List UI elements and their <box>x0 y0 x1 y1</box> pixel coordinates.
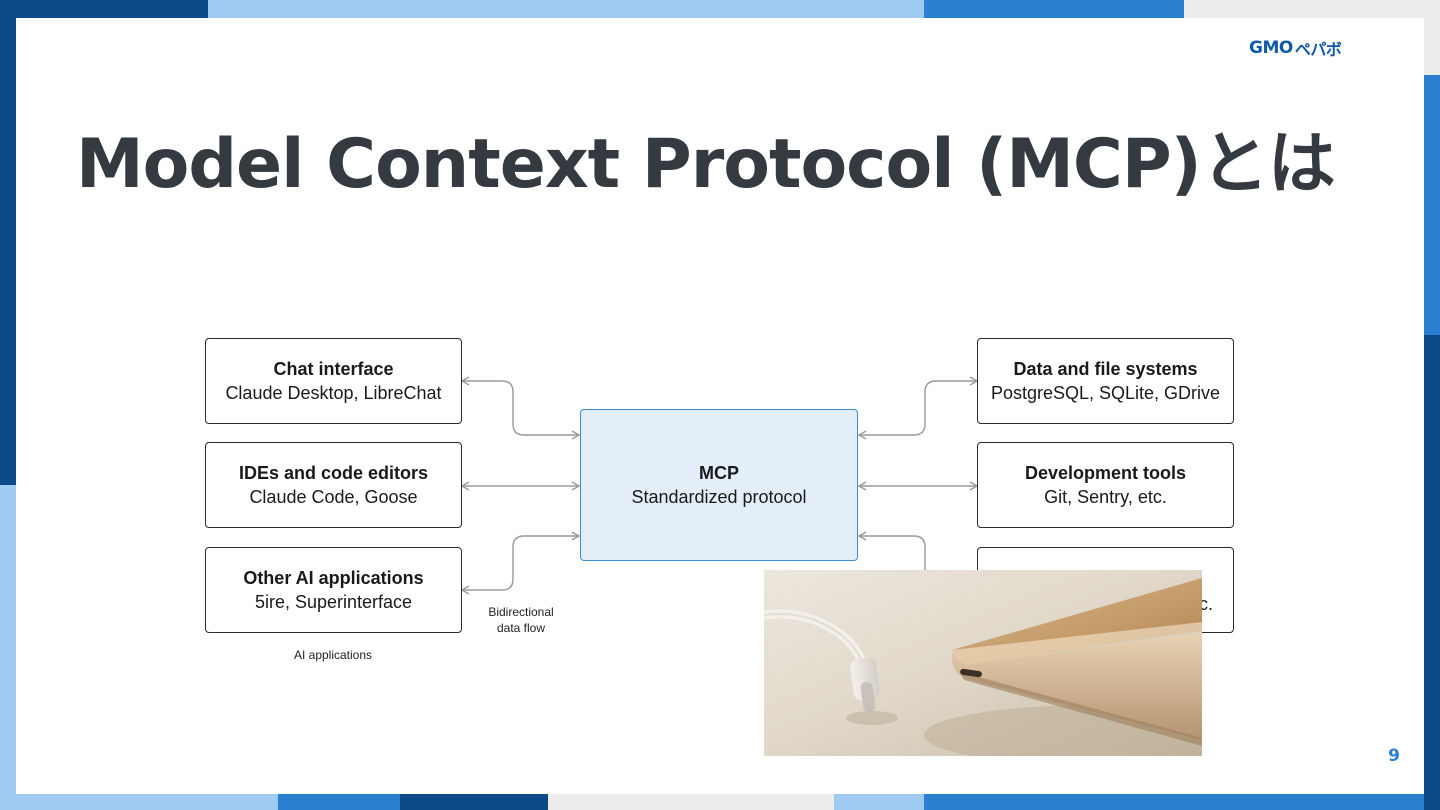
slide-title: Model Context Protocol (MCP)とは <box>76 125 1336 204</box>
node-development-tools: Development tools Git, Sentry, etc. <box>977 442 1234 528</box>
frame-bar-bottom-2 <box>278 794 400 810</box>
usb-c-laptop-illustration <box>764 570 1202 756</box>
frame-bar-bottom-3 <box>400 794 548 810</box>
node-subtitle: c. <box>1198 594 1213 614</box>
node-other-ai-applications: Other AI applications 5ire, Superinterfa… <box>205 547 462 633</box>
node-title: Development tools <box>1024 463 1187 483</box>
node-mcp-center: MCP Standardized protocol <box>580 409 858 561</box>
usb-c-laptop-photo <box>764 570 1202 756</box>
node-title: MCP <box>699 463 739 483</box>
frame-bar-bottom-1 <box>0 794 278 810</box>
node-title: Other AI applications <box>243 568 424 588</box>
connector-chat-mcp <box>460 376 581 440</box>
frame-bar-top-4 <box>1184 0 1440 18</box>
caption-ai-applications: AI applications <box>293 648 373 662</box>
logo-gmo-text: GMO <box>1249 38 1293 58</box>
frame-bar-bottom-5 <box>834 794 924 810</box>
node-subtitle: 5ire, Superinterface <box>254 592 413 612</box>
caption-line: data flow <box>496 621 546 635</box>
frame-bar-left-1 <box>0 0 16 485</box>
node-subtitle: Standardized protocol <box>631 487 807 507</box>
node-title: Data and file systems <box>1013 359 1198 379</box>
connector-other-mcp <box>460 531 581 595</box>
frame-bar-top-2 <box>208 0 924 18</box>
node-subtitle: Claude Code, Goose <box>249 487 418 507</box>
gmo-pepabo-logo: GMO ペパボ <box>1249 38 1342 59</box>
frame-bar-right-2 <box>1424 75 1440 335</box>
node-subtitle: Git, Sentry, etc. <box>1044 487 1167 507</box>
node-data-file-systems: Data and file systems PostgreSQL, SQLite… <box>977 338 1234 424</box>
node-title: Chat interface <box>273 359 394 379</box>
frame-bar-top-1 <box>0 0 208 18</box>
frame-bar-left-2 <box>0 485 16 810</box>
node-chat-interface: Chat interface Claude Desktop, LibreChat <box>205 338 462 424</box>
node-subtitle: PostgreSQL, SQLite, GDrive <box>990 383 1221 403</box>
node-ides-code-editors: IDEs and code editors Claude Code, Goose <box>205 442 462 528</box>
connector-mcp-data <box>857 376 979 440</box>
caption-bidirectional-flow: Bidirectional data flow <box>466 604 576 636</box>
connector-mcp-other <box>857 531 926 570</box>
frame-bar-bottom-6 <box>924 794 1424 810</box>
node-subtitle: Claude Desktop, LibreChat <box>225 383 442 403</box>
node-title: IDEs and code editors <box>238 463 429 483</box>
frame-bar-top-3 <box>924 0 1184 18</box>
logo-kana-text: ペパボ <box>1294 40 1342 59</box>
caption-line: Bidirectional <box>488 605 554 619</box>
frame-bar-right-1 <box>1424 0 1440 75</box>
page-number: 9 <box>1388 746 1400 766</box>
frame-bar-bottom-4 <box>548 794 834 810</box>
frame-bar-right-3 <box>1424 335 1440 810</box>
